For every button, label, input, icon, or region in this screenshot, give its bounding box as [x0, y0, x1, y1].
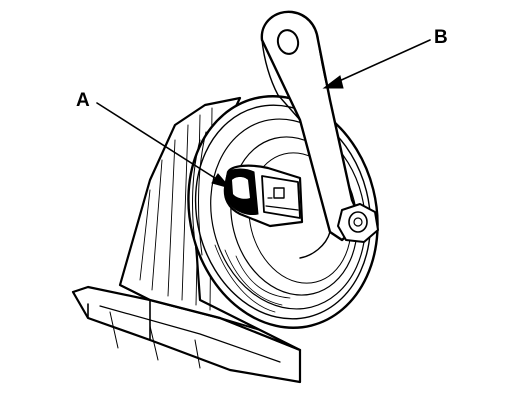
- connector: [223, 164, 304, 228]
- callout-a-label: A: [76, 90, 90, 111]
- callout-b-label: B: [434, 27, 448, 48]
- callout-a: A: [76, 90, 232, 189]
- mounting-bracket: [260, 10, 379, 259]
- callout-b: B: [322, 27, 448, 89]
